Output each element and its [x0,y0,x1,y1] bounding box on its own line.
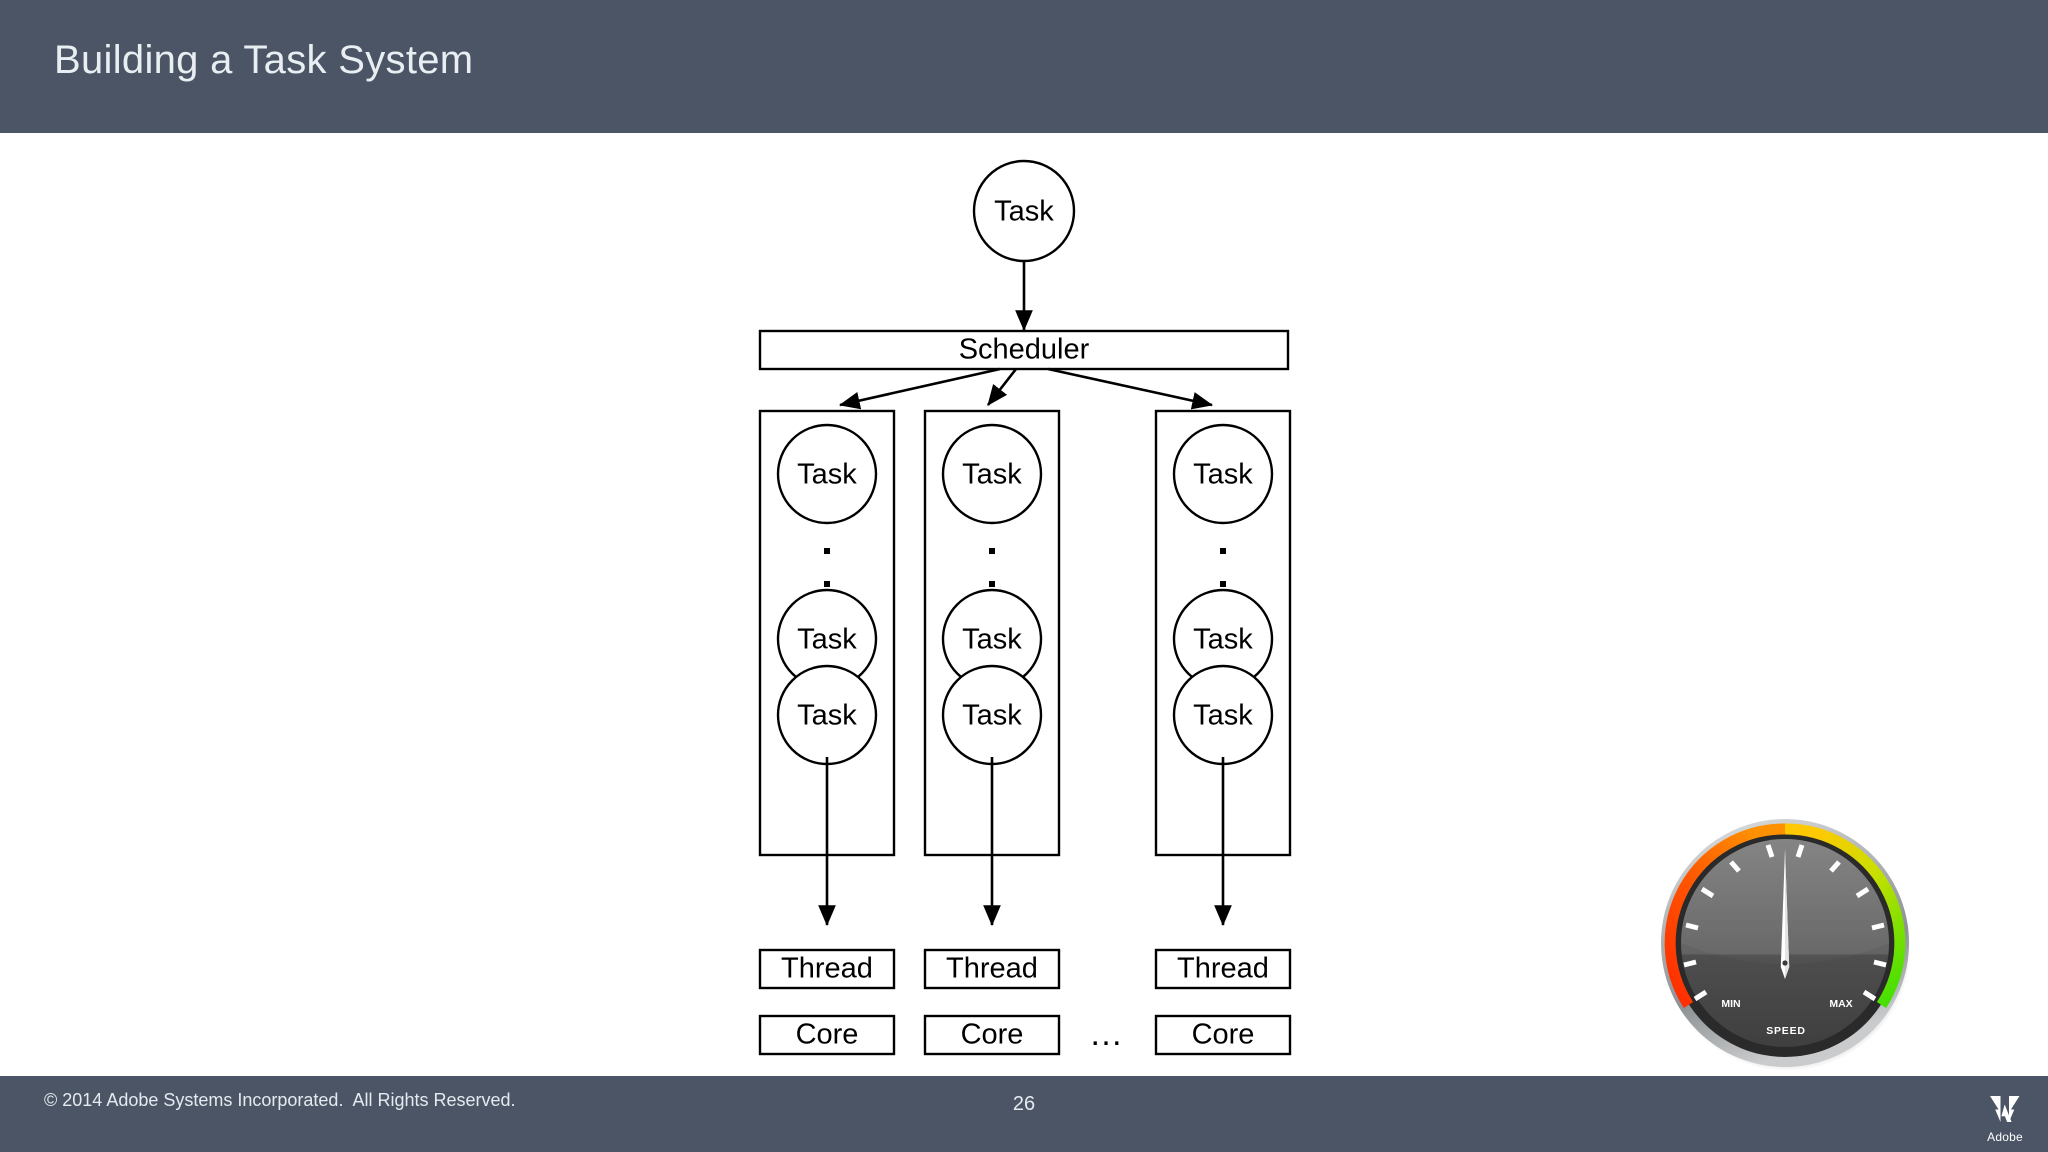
queue-2-ellipsis-dot-2 [989,581,995,587]
thread-box-1 [758,948,896,990]
queue-3-task-top-label: Task [1193,459,1253,491]
queue-3-ellipsis-dot-2 [1220,581,1226,587]
gauge-max-label: MAX [1829,998,1852,1010]
core-box-3 [1154,1014,1292,1056]
adobe-wordmark: Adobe [1987,1130,2023,1144]
gauge-arc-min-side [1664,823,1786,1008]
queue-2-task-bottom-label: Task [962,700,1022,732]
task-system-diagram: Task Scheduler Task Task Task [758,159,1292,1056]
scheduler-label: Scheduler [959,334,1090,366]
thread-3-label: Thread [1177,953,1269,985]
queue-1-ellipsis-dot-2 [824,581,830,587]
core-2-label: Core [961,1019,1024,1051]
adobe-a-icon [1990,1096,2020,1122]
queue-3-task-top-circle [1172,423,1274,525]
adobe-logo: Adobe [1978,1092,2032,1146]
core-row-ellipsis: … [1089,1015,1123,1053]
task-queue-column-2: Task Task Task Thread Core [923,409,1061,1056]
thread-1-label: Thread [781,953,873,985]
queue-1-task-bottom-label: Task [797,700,857,732]
core-1-label: Core [796,1019,859,1051]
edge-scheduler-to-queue-2 [986,368,1018,406]
thread-2-label: Thread [946,953,1038,985]
core-3-label: Core [1192,1019,1255,1051]
queue-3-task-bottom-label: Task [1193,700,1253,732]
gauge-needle-pivot [1782,960,1788,966]
gauge-needle [1780,849,1790,979]
edge-scheduler-to-queue-3 [1047,367,1214,410]
gauge-caption-label: SPEED [1766,1025,1806,1037]
task-queue-column-3: Task Task Task Thread Core [1154,409,1292,1056]
gauge-arc-max-side [1784,823,1906,1008]
scheduler-box [758,329,1290,371]
root-task-label: Task [994,196,1054,228]
speed-gauge-svg: MIN MAX SPEED [1661,819,1911,1071]
queue-2-task-top-circle [941,423,1043,525]
copyright-text: © 2014 Adobe Systems Incorporated. All R… [44,1090,516,1110]
queue-1-ellipsis-dot-1 [824,548,830,554]
slide-content-area: Task Scheduler Task Task Task [0,133,2048,1076]
gauge-tick-marks [1683,844,1887,1002]
queue-3-ellipsis-dot-1 [1220,548,1226,554]
slide-number: 26 [1012,1093,1036,1115]
thread-box-3 [1154,948,1292,990]
queue-1-task-mid-label: Task [797,624,857,656]
speed-gauge-image: MIN MAX SPEED [1655,813,1915,1073]
core-box-2 [923,1014,1061,1056]
edge-scheduler-to-queue-1 [838,367,1001,410]
page-title: Building a Task System [54,38,474,82]
queue-1-task-top-label: Task [797,459,857,491]
queue-1-task-top-circle [776,423,878,525]
task-queue-column-1: Task Task Task Thread Core [758,409,896,1056]
slide-header-bar [0,0,2048,133]
queue-2-task-top-label: Task [962,459,1022,491]
gauge-min-label: MIN [1721,998,1740,1010]
thread-box-2 [923,948,1061,990]
root-task-node: Task [972,159,1076,263]
queue-3-task-mid-label: Task [1193,624,1253,656]
scheduler-node: Scheduler [758,329,1290,371]
slide-footer-bar [0,1076,2048,1152]
queue-2-task-mid-label: Task [962,624,1022,656]
core-box-1 [758,1014,896,1056]
queue-2-ellipsis-dot-1 [989,548,995,554]
